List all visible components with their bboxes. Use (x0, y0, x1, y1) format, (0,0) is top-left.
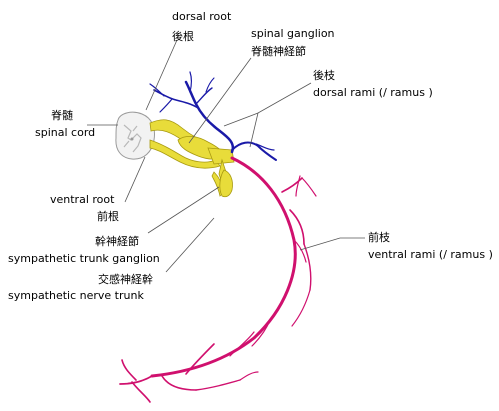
sympathetic-trunk-ganglion-shape (219, 169, 233, 198)
label-spinal-ganglion-ja: 脊髄神経節 (251, 44, 306, 58)
label-ventral-rami-en: ventral rami (/ ramus ) (368, 248, 493, 261)
label-dorsal-rami-en: dorsal rami (/ ramus ) (313, 86, 433, 99)
leader-ventral-rami (299, 237, 365, 251)
label-dorsal-root-ja: 後根 (172, 29, 194, 43)
label-sympathetic-trunk-en: sympathetic nerve trunk (8, 289, 144, 302)
label-spinal-ganglion-en: spinal ganglion (251, 27, 335, 40)
label-dorsal-root-en: dorsal root (172, 10, 232, 23)
leader-dorsal-rami-2 (249, 112, 259, 148)
label-ventral-root-ja: 前根 (97, 209, 119, 223)
ventral-ramus (119, 156, 317, 403)
label-ventral-root-en: ventral root (50, 193, 115, 206)
leader-dorsal-rami (223, 82, 312, 127)
label-spinal-cord-en: spinal cord (35, 126, 95, 139)
spinal-cord (115, 111, 155, 160)
label-sympathetic-trunk-ja: 交感神経幹 (98, 272, 153, 286)
spinal-nerve-trunk (207, 147, 235, 165)
label-sympathetic-ganglion-en: sympathetic trunk ganglion (8, 252, 160, 265)
dorsal-ramus (149, 71, 277, 161)
leader-ventral-root (124, 156, 146, 203)
ventral-root-shape (149, 139, 221, 169)
label-dorsal-rami-ja: 後枝 (313, 68, 335, 82)
labels: dorsal root 後根 spinal ganglion 脊髄神経節 後枝 … (8, 10, 493, 302)
leader-sympathetic-ganglion (147, 186, 220, 234)
leader-dorsal-root (145, 39, 178, 111)
label-sympathetic-ganglion-ja: 幹神経節 (95, 234, 139, 248)
leader-lines (87, 39, 365, 273)
leader-spinal-ganglion (188, 57, 252, 144)
label-spinal-cord-ja: 脊髄 (51, 108, 73, 122)
label-ventral-rami-ja: 前枝 (368, 230, 390, 244)
leader-sympathetic-trunk (165, 217, 215, 273)
